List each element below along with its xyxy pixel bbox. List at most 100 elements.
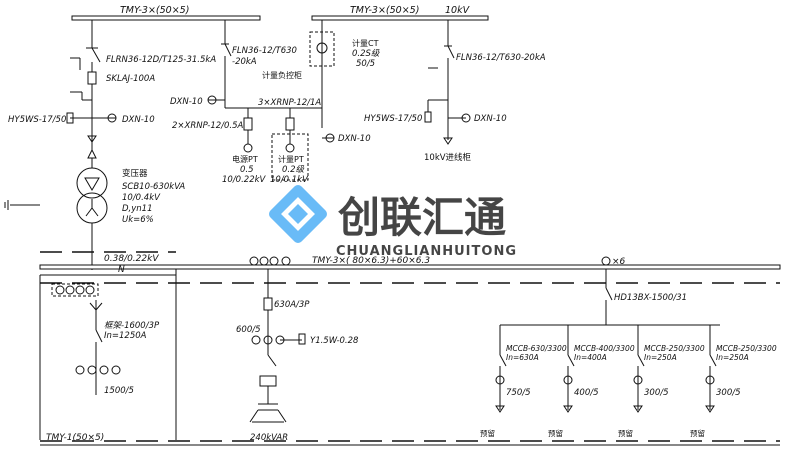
hv-bus-left-label: TMY-3×(50×5) [120,5,189,16]
feeder-2-ct: 300/5 [644,388,669,398]
pt-power-name: 电源PT [232,154,258,164]
incoming-switch-label: FLN36-12/T630-20kA [456,53,546,63]
capacitor-fuse: 630A/3P [274,300,310,310]
transformer-group: D,yn11 [122,204,152,214]
metering-indicator-right: DXN-10 [338,134,371,144]
contactor-icon [259,375,277,387]
metering-fuse-label: 3×XRNP-12/1A [258,98,321,108]
lv-main-rating: In=1250A [104,331,147,341]
feeder-3-spare: 预留 [690,428,705,438]
indicator-icon [107,113,117,123]
watermark-logo-icon [269,185,327,243]
incoming-arrester-label: HY5WS-17/50 [364,114,422,124]
lv-bus: 0.38/0.22kV N TMY-3×( 80×6.3)+60×6.3 ×6 [39,254,781,440]
metering-cabinet-branch: FLN36-12/T630 -20kA 计量负控柜 DXN-10 3×XRNP-… [170,20,371,185]
meter-group [51,283,99,297]
feeder-switch: HD13BX-1500/31 [614,293,687,303]
transformer-uk: Uk=6% [122,215,154,225]
lv-main-breaker: 框架-1600/3P [104,320,160,331]
lv-main-ct: 1500/5 [104,386,134,396]
hv-arrester-label: HY5WS-17/50 [8,115,66,125]
metering-ct-class: 0.2S级 [352,48,380,59]
pt-meter-icon [285,143,295,153]
feeder-3-ct: 300/5 [716,388,741,398]
bottom-bus: TMY-1(50×5) [40,433,780,446]
metering-ct: 计量CT 0.2S级 50/5 [309,20,380,108]
pt-power-class: 0.5 [240,165,254,175]
feeder-branch: HD13BX-1500/31 [500,269,720,326]
metering-fuse-left: 2×XRNP-12/0.5A [172,121,244,131]
incoming-cabinet-branch: FLN36-12/T630-20kA HY5WS-17/50 DXN-10 10… [364,20,546,163]
feeder-2-rating: In=250A [644,353,677,362]
capacitor-ct: 600/5 [236,325,261,335]
capacitor-icon [249,403,287,423]
hv-incoming-branch: FLRN36-12D/T125-31.5kA SKLAJ-100A HY5WS-… [8,20,216,168]
indicator-icon [325,133,335,143]
arrester-icon [298,333,306,345]
ct-group [75,365,121,375]
arrester-icon [424,111,432,123]
watermark-en: CHUANGLIANHUITONG [336,244,517,259]
ammeter-group [249,256,291,266]
incoming-cabinet-name: 10kV进线柜 [424,152,472,163]
feeder-outgoing-3: MCCB-250/3300 In=250A 300/5 预留 [690,325,777,438]
feeder-0-spare: 预留 [480,428,495,438]
feeder-1-breaker: MCCB-400/3300 [574,344,635,353]
feeder-ammeter-icon [601,256,611,266]
cabinet-dashed-boundaries [40,251,780,442]
feeder-3-rating: In=250A [716,353,749,362]
feeder-outgoing-0: MCCB-630/3300 In=630A 750/5 预留 [480,325,567,438]
transformer-icon [76,167,108,270]
feeder-1-rating: In=400A [574,353,607,362]
incoming-indicator-label: DXN-10 [474,114,507,124]
feeder-ammeter-count: ×6 [612,257,626,267]
pt-power-ratio: 10/0.22kV [222,175,267,185]
pt-meter-name: 计量PT [278,154,304,164]
watermark: 创联汇通 CHUANGLIANHUITONG [269,185,517,259]
feeder-1-spare: 预留 [548,428,563,438]
capacitor-rating: 240kVAR [250,433,288,443]
feeder-2-spare: 预留 [618,428,633,438]
bottom-bus-label: TMY-1(50×5) [46,433,104,443]
pt-meter-ratio: 10/0.1kV [270,175,309,185]
feeder-0-ct: 750/5 [506,388,531,398]
transformer-name: 变压器 [122,168,148,179]
feeder-0-rating: In=630A [506,353,539,362]
feeder-outgoing-2: MCCB-250/3300 In=250A 300/5 预留 [618,325,705,438]
lv-bus-voltage: 0.38/0.22kV [104,254,159,264]
hv-switch-label: FLRN36-12D/T125-31.5kA [106,55,216,65]
feeder-0-breaker: MCCB-630/3300 [506,344,567,353]
transformer-ratio: 10/0.4kV [122,193,161,203]
hv-indicator-label: DXN-10 [122,115,155,125]
capacitor-branch: 630A/3P 600/5 Y1.5W-0.28 240kVAR [236,269,359,443]
ct-icon [316,42,328,54]
feeder-3-breaker: MCCB-250/3300 [716,344,777,353]
pt-power-icon [243,143,253,153]
metering-switch-label-1: FLN36-12/T630 [232,46,297,56]
metering-cabinet-name: 计量负控柜 [262,70,302,80]
lv-bus-neutral: N [118,265,125,275]
lv-bus-main-label: TMY-3×( 80×6.3)+60×6.3 [312,256,430,266]
hv-fuse-label: SKLAJ-100A [106,74,155,84]
indicator-icon [461,113,471,123]
ground-icon [4,200,40,210]
lv-main-branch: 框架-1600/3P In=1250A 1500/5 [51,283,160,396]
hv-bus-right: TMY-3×(50×5) 10kV [311,5,489,21]
metering-ct-name: 计量CT [352,38,379,48]
metering-indicator-left: DXN-10 [170,97,203,107]
hv-bus-right-voltage: 10kV [445,5,471,16]
indicator-icon [207,95,217,105]
watermark-cn: 创联汇通 [338,193,506,242]
hv-bus-right-label: TMY-3×(50×5) [350,5,419,16]
feeder-2-breaker: MCCB-250/3300 [644,344,705,353]
feeder-outgoing-1: MCCB-400/3300 In=400A 400/5 预留 [548,325,635,438]
arrester-icon [66,112,74,124]
pt-meter-class: 0.2级 [282,164,305,175]
metering-ct-ratio: 50/5 [356,59,375,69]
transformer-model: SCB10-630kVA [122,182,185,192]
capacitor-arrester: Y1.5W-0.28 [310,336,359,346]
feeder-1-ct: 400/5 [574,388,599,398]
hv-bus-left: TMY-3×(50×5) [71,5,261,21]
metering-switch-label-2: -20kA [232,57,257,67]
